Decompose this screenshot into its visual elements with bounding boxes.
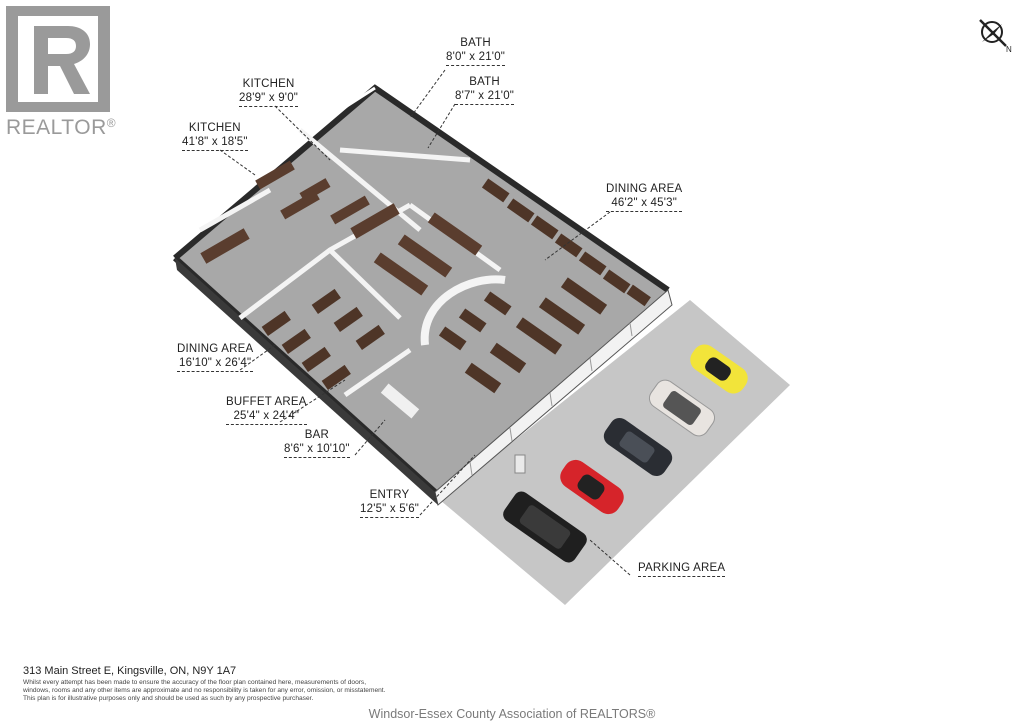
car-red — [560, 459, 624, 515]
north-letter: N — [1006, 45, 1012, 54]
car-dark — [603, 417, 673, 477]
footer-credit: Windsor-Essex County Association of REAL… — [368, 707, 656, 721]
realtor-logo-text: REALTOR® — [6, 116, 117, 139]
disclaimer-line: This plan is for illustrative purposes o… — [23, 695, 314, 702]
realtor-logo-icon — [6, 6, 110, 112]
disclaimer: Whilst every attempt has been made to en… — [23, 679, 503, 703]
car-black — [503, 491, 587, 563]
property-address: 313 Main Street E, Kingsville, ON, N9Y 1… — [23, 665, 237, 677]
room-label-parking: PARKING AREA — [638, 561, 726, 577]
disclaimer-line: Whilst every attempt has been made to en… — [23, 679, 367, 686]
car-yellow — [690, 344, 748, 394]
disclaimer-line: windows, rooms and any other items are a… — [23, 687, 386, 694]
car-white — [648, 379, 716, 437]
north-arrow-icon: N — [979, 19, 1012, 54]
